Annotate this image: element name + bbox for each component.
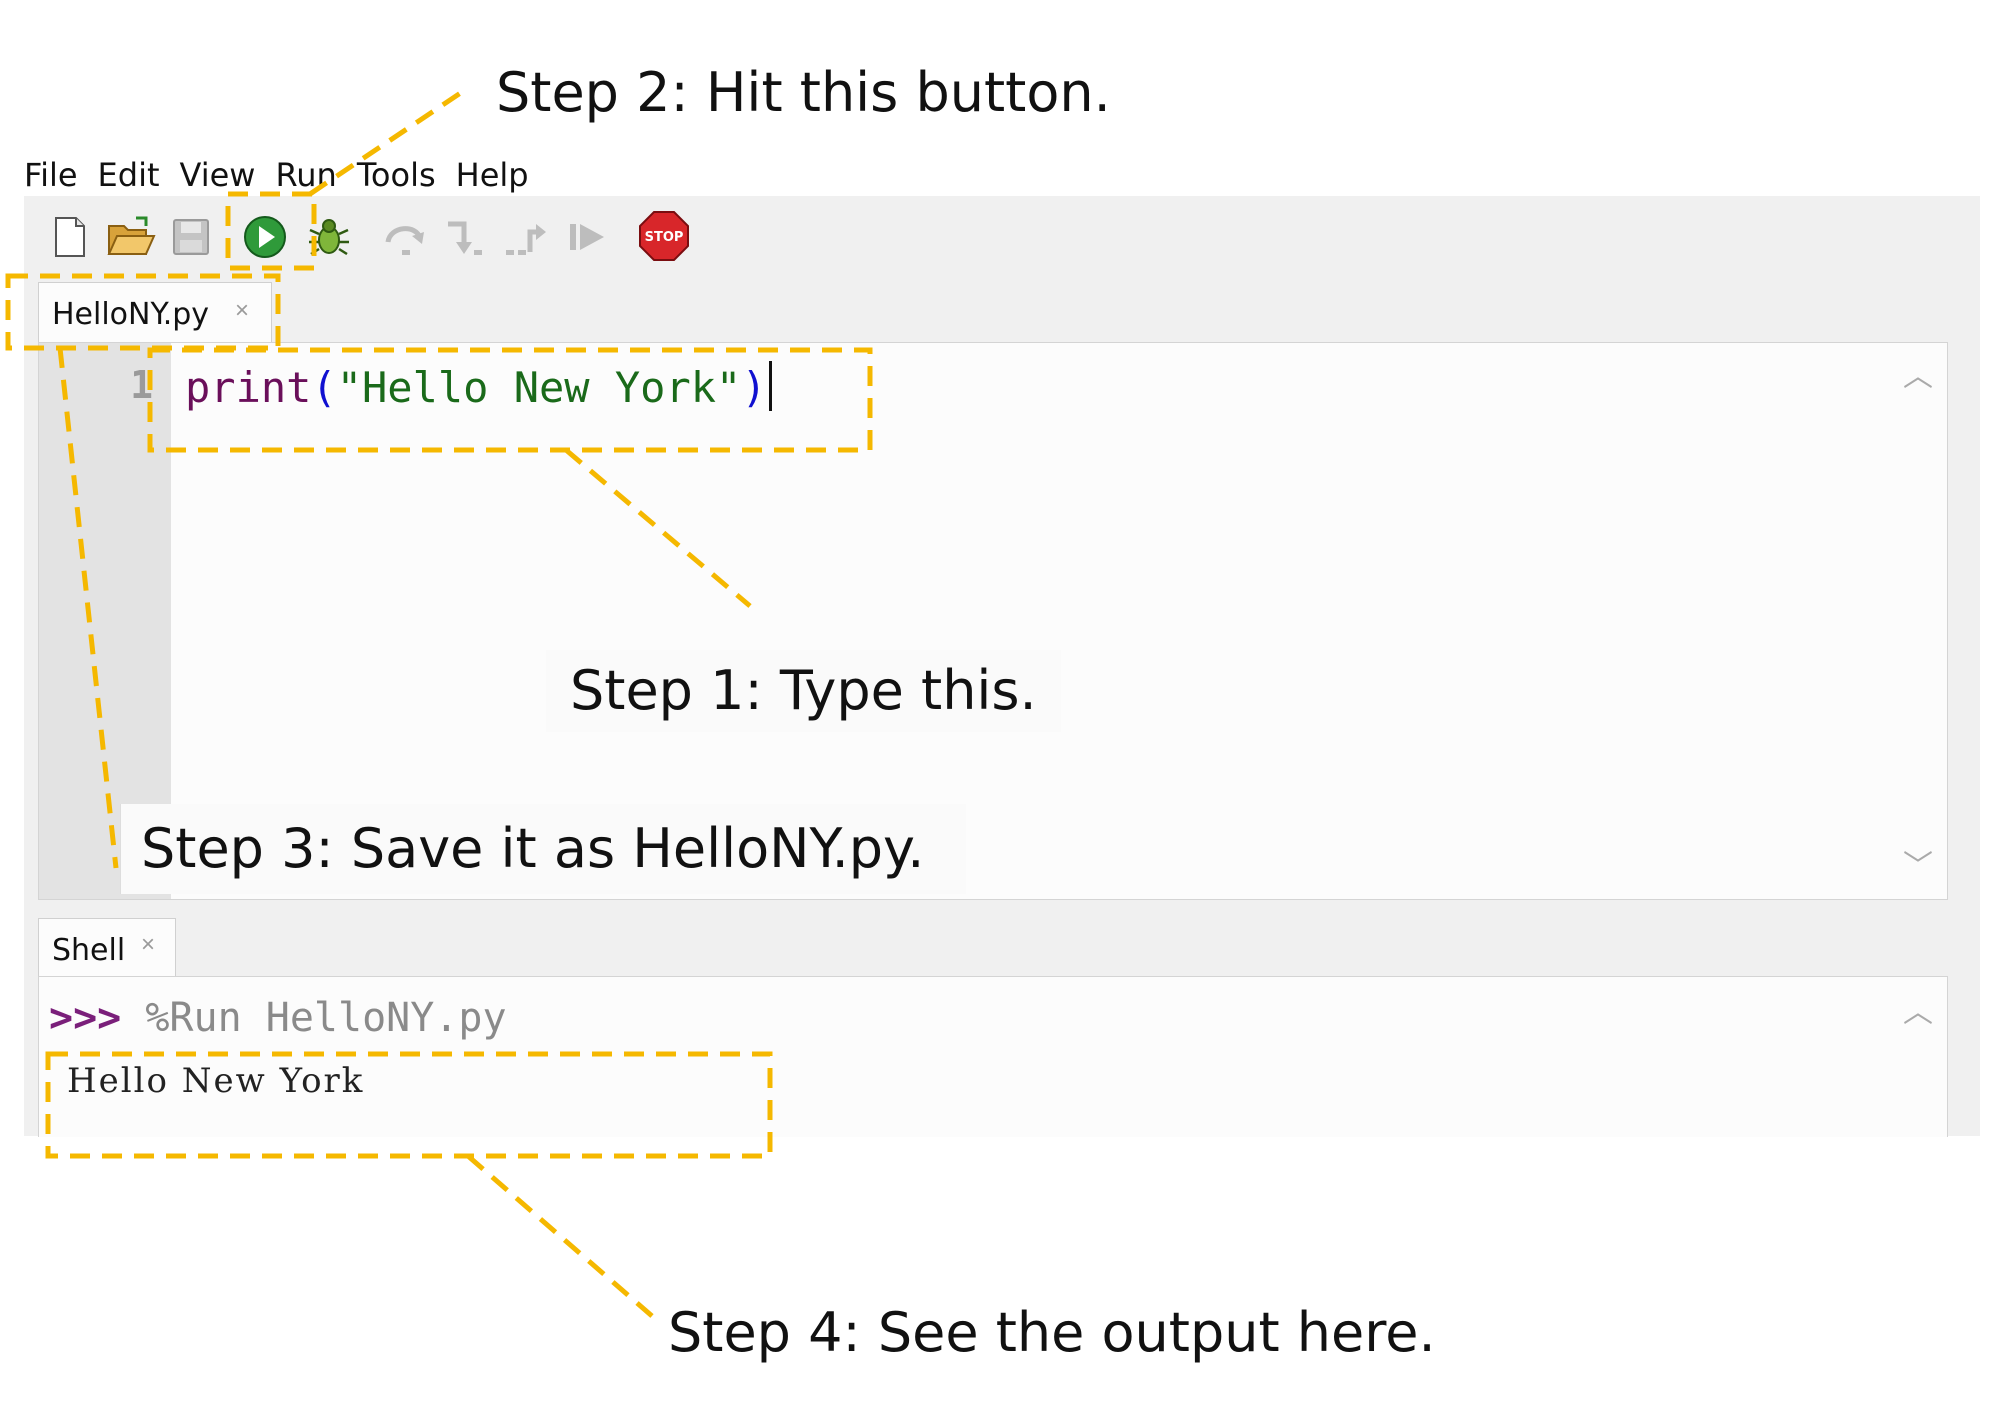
shell-prompt-line: >>> %Run HelloNY.py bbox=[49, 995, 507, 1041]
menu-edit[interactable]: Edit bbox=[97, 156, 160, 194]
code-close-paren: ) bbox=[741, 363, 767, 412]
editor-tab-label: HelloNY.py bbox=[52, 297, 210, 332]
editor-tab-close-icon[interactable]: × bbox=[235, 297, 250, 324]
menu-help[interactable]: Help bbox=[455, 156, 529, 194]
shell-scroll-up-icon[interactable]: ︿ bbox=[1903, 996, 1933, 1029]
shell-output: Hello New York bbox=[67, 1061, 365, 1101]
open-folder-icon[interactable] bbox=[106, 214, 156, 260]
step4-callout: Step 4: See the output here. bbox=[668, 1301, 1436, 1364]
code-string: "Hello New York" bbox=[336, 363, 742, 412]
step2-callout: Step 2: Hit this button. bbox=[496, 61, 1111, 124]
code-open-paren: ( bbox=[311, 363, 337, 412]
stop-icon[interactable]: STOP bbox=[638, 210, 690, 262]
shell-tab-close-icon[interactable]: × bbox=[141, 931, 156, 958]
code-print-keyword: print bbox=[185, 363, 312, 412]
run-icon[interactable] bbox=[242, 214, 288, 260]
editor-scroll-up-icon[interactable]: ︿ bbox=[1903, 360, 1933, 393]
shell-prompt-symbol: >>> bbox=[49, 995, 122, 1041]
shell-panel[interactable]: >>> %Run HelloNY.py Hello New York ︿ bbox=[38, 976, 1948, 1137]
text-caret bbox=[768, 361, 772, 411]
code-line[interactable]: print("Hello New York") bbox=[185, 361, 772, 412]
menu-run[interactable]: Run bbox=[275, 156, 337, 194]
step-into-icon[interactable] bbox=[442, 214, 488, 260]
menu-tools[interactable]: Tools bbox=[356, 156, 436, 194]
toolbar: STOP bbox=[24, 196, 1980, 276]
new-file-icon[interactable] bbox=[46, 214, 92, 260]
shell-command: %Run HelloNY.py bbox=[145, 995, 507, 1041]
line-number: 1 bbox=[130, 363, 153, 407]
step-out-icon[interactable] bbox=[502, 214, 548, 260]
step4-leader-line bbox=[466, 1154, 654, 1318]
save-icon[interactable] bbox=[168, 214, 214, 260]
debug-bug-icon[interactable] bbox=[306, 214, 352, 260]
tab-shell[interactable]: Shell × bbox=[38, 918, 176, 979]
menu-file[interactable]: File bbox=[24, 156, 78, 194]
menu-view[interactable]: View bbox=[179, 156, 256, 194]
editor-scroll-down-icon[interactable]: ﹀ bbox=[1903, 850, 1933, 883]
step1-callout: Step 1: Type this. bbox=[546, 650, 1061, 732]
stop-label: STOP bbox=[645, 230, 684, 245]
step3-callout: Step 3: Save it as HelloNY.py. bbox=[120, 804, 967, 894]
resume-icon[interactable] bbox=[564, 214, 610, 260]
menu-bar: File Edit View Run Tools Help bbox=[24, 150, 529, 200]
step-over-icon[interactable] bbox=[382, 214, 428, 260]
tab-hellony[interactable]: HelloNY.py × bbox=[38, 282, 272, 345]
shell-tab-label: Shell bbox=[52, 933, 126, 968]
